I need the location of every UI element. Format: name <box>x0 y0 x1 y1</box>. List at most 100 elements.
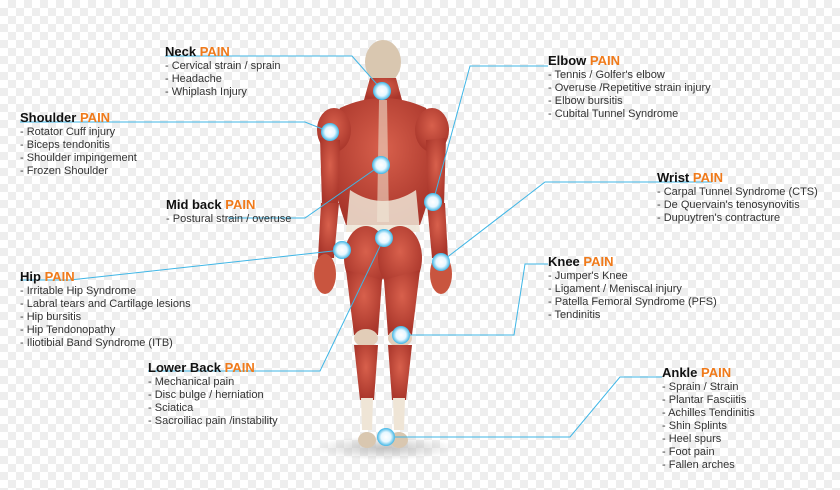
list-item: Sciatica <box>148 402 278 415</box>
lowerback-connector <box>148 237 385 372</box>
midback-marker[interactable] <box>372 156 390 174</box>
elbow-connector <box>432 65 548 203</box>
right-calf <box>388 345 412 400</box>
ankle-marker[interactable] <box>377 428 395 446</box>
midback-title: Mid back PAIN <box>166 197 291 213</box>
shoulder-title-text: Shoulder <box>20 110 77 125</box>
floor-shadow <box>315 436 455 460</box>
left-achilles <box>361 398 373 430</box>
ankle-connector <box>386 376 662 438</box>
lowerback-conditions: Mechanical pain Disc bulge / herniation … <box>148 376 278 428</box>
lowerback-title: Lower Back PAIN <box>148 360 278 376</box>
ankle-conditions: Sprain / Strain Plantar Fasciitis Achill… <box>662 381 755 472</box>
knee-conditions: Jumper's Knee Ligament / Meniscal injury… <box>548 270 717 322</box>
wrist-label: Wrist PAIN Carpal Tunnel Syndrome (CTS) … <box>657 170 818 225</box>
hip-title: Hip PAIN <box>20 269 191 285</box>
wrist-title: Wrist PAIN <box>657 170 818 186</box>
list-item: Mechanical pain <box>148 376 278 389</box>
wrist-marker[interactable] <box>432 253 450 271</box>
pain-word: PAIN <box>589 53 621 68</box>
elbow-title-text: Elbow <box>548 53 587 68</box>
list-item: Irritable Hip Syndrome <box>20 285 191 298</box>
neck-title: Neck PAIN <box>165 44 281 60</box>
lowerback-label: Lower Back PAIN Mechanical pain Disc bul… <box>148 360 278 428</box>
list-item: Dupuytren's contracture <box>657 212 818 225</box>
left-knee <box>354 329 378 347</box>
list-item: Tendinitis <box>548 309 717 322</box>
wrist-connector <box>440 181 712 263</box>
pain-word: PAIN <box>199 44 230 59</box>
pain-word: PAIN <box>583 254 614 269</box>
list-item: Ligament / Meniscal injury <box>548 283 717 296</box>
list-item: Achilles Tendinitis <box>662 407 755 420</box>
shoulder-label: Shoulder PAIN Rotator Cuff injury Biceps… <box>20 110 137 178</box>
elbow-conditions: Tennis / Golfer's elbow Overuse /Repetit… <box>548 69 711 121</box>
list-item: Hip bursitis <box>20 311 191 324</box>
list-item: Jumper's Knee <box>548 270 717 283</box>
pain-word: PAIN <box>44 269 75 284</box>
pain-word: PAIN <box>79 110 111 125</box>
neck-title-text: Neck <box>165 44 197 59</box>
shoulder-title: Shoulder PAIN <box>20 110 137 126</box>
neck-conditions: Cervical strain / sprain Headache Whipla… <box>165 60 281 99</box>
lowerback-marker[interactable] <box>375 229 393 247</box>
knee-connector <box>401 263 548 336</box>
list-item: Carpal Tunnel Syndrome (CTS) <box>657 186 818 199</box>
list-item: Headache <box>165 73 281 86</box>
list-item: Foot pain <box>662 446 755 459</box>
neck-label: Neck PAIN Cervical strain / sprain Heada… <box>165 44 281 99</box>
elbow-marker[interactable] <box>424 193 442 211</box>
right-achilles <box>393 398 405 430</box>
right-forearm <box>427 203 448 258</box>
shoulder-marker[interactable] <box>321 123 339 141</box>
hip-conditions: Irritable Hip Syndrome Labral tears and … <box>20 285 191 350</box>
wrist-title-text: Wrist <box>657 170 690 185</box>
list-item: Labral tears and Cartilage lesions <box>20 298 191 311</box>
wrist-conditions: Carpal Tunnel Syndrome (CTS) De Quervain… <box>657 186 818 225</box>
list-item: Disc bulge / herniation <box>148 389 278 402</box>
midback-title-text: Mid back <box>166 197 222 212</box>
list-item: Fallen arches <box>662 459 755 472</box>
list-item: Patella Femoral Syndrome (PFS) <box>548 296 717 309</box>
knee-title: Knee PAIN <box>548 254 717 270</box>
left-upper-arm <box>320 138 340 205</box>
pain-word: PAIN <box>692 170 723 185</box>
list-item: Elbow bursitis <box>548 95 711 108</box>
shoulder-conditions: Rotator Cuff injury Biceps tendonitis Sh… <box>20 126 137 178</box>
hip-connector <box>20 249 343 281</box>
right-thigh <box>384 270 420 335</box>
left-calf <box>354 345 378 400</box>
list-item: Frozen Shoulder <box>20 165 137 178</box>
neck-marker[interactable] <box>373 82 391 100</box>
hip-label: Hip PAIN Irritable Hip Syndrome Labral t… <box>20 269 191 350</box>
ankle-title: Ankle PAIN <box>662 365 755 381</box>
lowerback-title-text: Lower Back <box>148 360 221 375</box>
list-item: Plantar Fasciitis <box>662 394 755 407</box>
left-thigh <box>346 270 382 335</box>
elbow-title: Elbow PAIN <box>548 53 711 69</box>
lower-back-fascia <box>346 190 420 232</box>
list-item: Shoulder impingement <box>20 152 137 165</box>
list-item: Hip Tendonopathy <box>20 324 191 337</box>
left-hand <box>314 254 336 294</box>
right-upper-arm <box>426 138 446 205</box>
list-item: Sacroiliac pain /instability <box>148 415 278 428</box>
knee-marker[interactable] <box>392 326 410 344</box>
hip-title-text: Hip <box>20 269 41 284</box>
ankle-title-text: Ankle <box>662 365 698 380</box>
list-item: Cervical strain / sprain <box>165 60 281 73</box>
list-item: Shin Splints <box>662 420 755 433</box>
knee-label: Knee PAIN Jumper's Knee Ligament / Menis… <box>548 254 717 322</box>
list-item: Iliotibial Band Syndrome (ITB) <box>20 337 191 350</box>
neck-connector <box>165 55 383 91</box>
list-item: Sprain / Strain <box>662 381 755 394</box>
elbow-label: Elbow PAIN Tennis / Golfer's elbow Overu… <box>548 53 711 121</box>
left-heel <box>358 432 376 448</box>
midback-conditions: Postural strain / overuse <box>166 213 292 226</box>
pain-word: PAIN <box>701 365 732 380</box>
hip-marker[interactable] <box>333 241 351 259</box>
list-item: Biceps tendonitis <box>20 139 137 152</box>
left-forearm <box>318 203 339 258</box>
